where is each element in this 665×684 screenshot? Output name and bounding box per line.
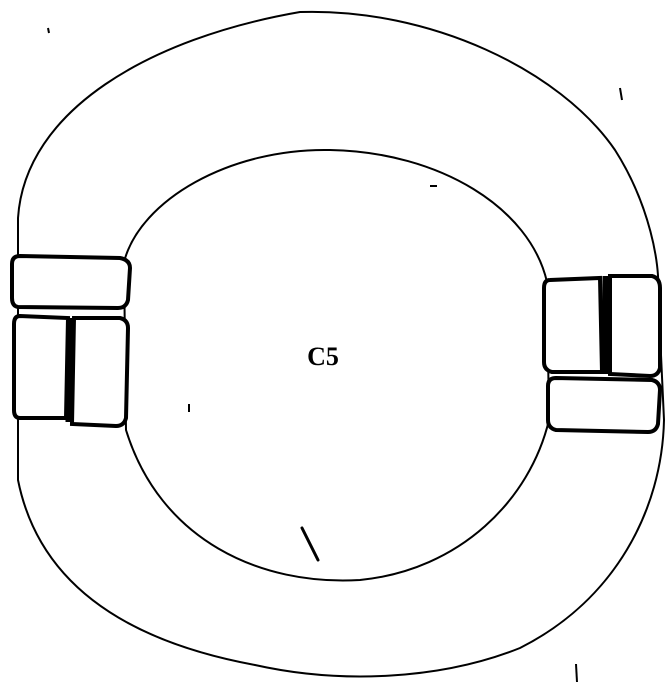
right-top-right-block	[610, 276, 660, 376]
left-bottom-left-block	[14, 316, 68, 418]
stray-mark-top-left	[48, 28, 49, 33]
stray-mark-top-right	[620, 88, 622, 100]
right-bottom-block	[548, 378, 660, 432]
left-bottom-right-block	[72, 318, 128, 426]
left-block-divider	[69, 318, 70, 422]
right-top-left-block	[544, 278, 602, 372]
stray-mark-bottom	[576, 664, 577, 682]
left-top-block	[12, 256, 130, 308]
center-label: C5	[307, 344, 339, 370]
right-block-group	[544, 276, 660, 432]
stray-mark-inner-slash	[302, 528, 318, 560]
left-block-group	[12, 256, 130, 426]
right-block-divider	[605, 276, 606, 374]
